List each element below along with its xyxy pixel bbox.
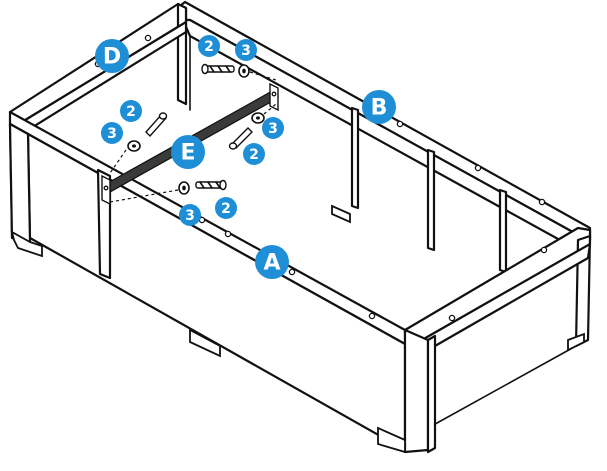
front-panel-a xyxy=(8,110,437,454)
screw-right xyxy=(228,127,253,150)
badge-washer-right: 3 xyxy=(262,117,284,139)
badge-washer-top-label: 3 xyxy=(241,43,251,59)
screw-lower xyxy=(195,179,227,191)
badge-screw-left: 2 xyxy=(120,100,142,122)
badge-screw-top: 2 xyxy=(198,35,220,57)
badge-washer-left: 3 xyxy=(101,122,123,144)
badge-screw-right: 2 xyxy=(243,143,265,165)
badge-screw-bottom: 2 xyxy=(215,197,237,219)
hardware xyxy=(107,63,277,203)
badge-screw-right-label: 2 xyxy=(249,147,259,163)
washer-right xyxy=(251,112,265,124)
badge-screw-left-label: 2 xyxy=(126,104,136,120)
badge-part-b: B xyxy=(362,90,396,124)
badge-washer-right-label: 3 xyxy=(268,121,278,137)
badge-washer-top: 3 xyxy=(235,39,257,61)
badge-part-e-label: E xyxy=(180,141,195,166)
badge-washer-left-label: 3 xyxy=(107,126,117,142)
badge-part-e: E xyxy=(171,135,205,169)
badge-screw-bottom-label: 2 xyxy=(221,201,231,217)
badge-part-b-label: B xyxy=(371,96,388,121)
badge-part-d: D xyxy=(95,39,129,73)
badge-part-a-label: A xyxy=(263,251,280,276)
badge-part-a: A xyxy=(255,245,289,279)
badge-washer-bottom: 3 xyxy=(179,204,201,226)
screw-left xyxy=(145,112,168,138)
washer-left xyxy=(127,140,141,152)
badge-part-d-label: D xyxy=(103,45,121,70)
badge-screw-top-label: 2 xyxy=(204,39,214,55)
badge-washer-bottom-label: 3 xyxy=(185,208,195,224)
washer-upper xyxy=(238,64,250,78)
feet xyxy=(10,204,585,454)
rail-holes xyxy=(94,34,548,322)
screw-upper xyxy=(201,63,235,75)
badges: D B E A 2 3 2 3 xyxy=(95,35,396,279)
washer-lower xyxy=(178,181,190,195)
